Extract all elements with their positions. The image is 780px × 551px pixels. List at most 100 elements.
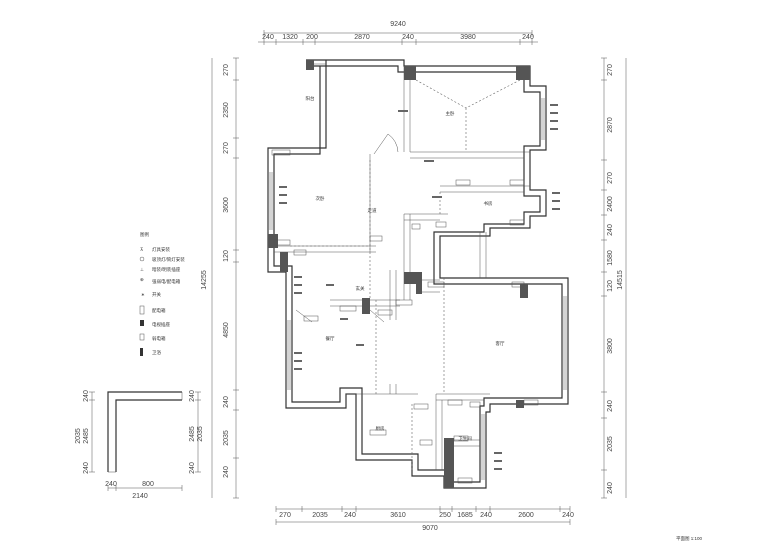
left-seg-4: 120 <box>223 250 230 262</box>
left-seg-2: 270 <box>223 142 230 154</box>
right-seg-3: 2400 <box>607 196 614 212</box>
left-seg-5: 4850 <box>223 322 230 338</box>
detail-left-seg-3: 240 <box>83 462 90 474</box>
legend: 图例 ⊼ 灯具安装 吸顶灯/筒灯安装 ⊥ 暗装/明装插座 ⊕ 强弱电/配电箱 ∗… <box>139 231 185 356</box>
top-seg-4: 240 <box>402 34 414 41</box>
top-seg-3: 2870 <box>354 34 370 41</box>
fixture-tags <box>271 149 539 484</box>
corner-detail-drawing: 240 2035 2485 240 240 2485 2035 240 240 … <box>75 390 204 500</box>
top-total-dim: 9240 <box>390 21 406 28</box>
top-seg-1: 1320 <box>282 34 298 41</box>
right-dimension-chain: 270 2870 270 2400 240 1580 120 3800 240 … <box>601 57 627 499</box>
room-label-bathroom: 卫生间 <box>458 435 472 442</box>
right-seg-1: 2870 <box>607 117 614 133</box>
room-label-foyer: 玄关 <box>356 285 365 292</box>
right-seg-6: 120 <box>607 280 614 292</box>
structural-columns <box>268 60 530 488</box>
legend-item-7: 弱电箱 <box>139 333 166 342</box>
svg-text:弱电箱: 弱电箱 <box>152 335 166 342</box>
bottom-total-dim: 9070 <box>422 525 438 532</box>
svg-text:吸顶灯/筒灯安装: 吸顶灯/筒灯安装 <box>152 256 185 263</box>
distribution-box-icon <box>139 305 145 315</box>
tv-socket-icon <box>140 320 144 326</box>
legend-item-1: 吸顶灯/筒灯安装 <box>139 256 185 263</box>
socket-icon: ⊥ <box>140 267 144 272</box>
bottom-seg-7: 2600 <box>518 512 534 519</box>
left-seg-0: 270 <box>223 64 230 76</box>
top-seg-5: 3980 <box>460 34 476 41</box>
left-dimension-chain: 270 2350 270 3600 120 4850 240 2035 240 … <box>201 57 239 499</box>
detail-right-seg-3: 240 <box>189 462 196 474</box>
right-seg-9: 2035 <box>607 436 614 452</box>
bath-icon <box>140 348 143 356</box>
legend-item-2: ⊥ 暗装/明装插座 <box>140 266 181 273</box>
legend-item-3: ⊕ 强弱电/配电箱 <box>140 277 181 285</box>
legend-item-6: 电视插座 <box>140 320 170 328</box>
svg-text:电视插座: 电视插座 <box>152 321 170 328</box>
left-seg-8: 240 <box>223 466 230 478</box>
legend-item-4: ∗ 开关 <box>141 291 161 298</box>
svg-text:配电箱: 配电箱 <box>152 307 166 314</box>
top-seg-6: 240 <box>522 34 534 41</box>
bottom-seg-8: 240 <box>562 512 574 519</box>
room-label-living-room: 客厅 <box>496 340 505 347</box>
room-label-master-bedroom: 主卧 <box>446 110 455 117</box>
room-label-kitchen: 厨房 <box>376 425 385 432</box>
left-seg-7: 2035 <box>223 430 230 446</box>
svg-text:灯具安装: 灯具安装 <box>152 246 170 253</box>
left-seg-6: 240 <box>223 396 230 408</box>
light-fixture-icon: ⊼ <box>140 247 144 252</box>
right-seg-10: 240 <box>607 482 614 494</box>
right-seg-5: 1580 <box>607 250 614 266</box>
room-label-balcony: 阳台 <box>306 95 315 102</box>
bottom-seg-6: 240 <box>480 512 492 519</box>
top-dimension-chain: 9240 240 1320 200 2870 240 3980 240 <box>258 21 538 45</box>
bottom-seg-1: 2035 <box>312 512 328 519</box>
bottom-seg-5: 1685 <box>457 512 473 519</box>
switch-icon: ∗ <box>141 292 145 297</box>
left-total-dim: 14255 <box>201 270 208 290</box>
detail-right-seg-2: 2035 <box>197 426 204 442</box>
right-seg-2: 270 <box>607 172 614 184</box>
legend-title: 图例 <box>140 231 149 238</box>
bottom-dimension-chain: 270 2035 240 3610 250 1685 240 2600 240 … <box>275 506 574 532</box>
bottom-seg-2: 240 <box>344 512 356 519</box>
bottom-seg-0: 270 <box>279 512 291 519</box>
right-seg-0: 270 <box>607 64 614 76</box>
svg-text:强弱电/配电箱: 强弱电/配电箱 <box>152 278 181 285</box>
left-seg-3: 3600 <box>223 197 230 213</box>
top-seg-0: 240 <box>262 34 274 41</box>
downlight-icon <box>139 256 145 262</box>
bottom-seg-3: 3610 <box>390 512 406 519</box>
panel-icon: ⊕ <box>140 277 144 282</box>
room-labels: 主卧 次卧 客厅 餐厅 厨房 卫生间 书房 阳台 走道 玄关 <box>306 95 505 442</box>
room-label-dining-room: 餐厅 <box>326 335 335 342</box>
right-seg-8: 240 <box>607 400 614 412</box>
detail-bottom-seg-1: 800 <box>142 481 154 488</box>
room-label-study: 书房 <box>484 200 493 207</box>
top-seg-2: 200 <box>306 34 318 41</box>
detail-left-seg-2: 2485 <box>83 428 90 444</box>
detail-left-seg-1: 2035 <box>75 428 82 444</box>
right-total-dim: 14515 <box>617 270 624 290</box>
bottom-seg-4: 250 <box>439 512 451 519</box>
detail-right-seg-0: 240 <box>189 390 196 402</box>
detail-left-seg-0: 240 <box>83 390 90 402</box>
svg-text:开关: 开关 <box>152 291 161 298</box>
right-seg-4: 240 <box>607 224 614 236</box>
left-seg-1: 2350 <box>223 102 230 118</box>
scale-note: 平面图 1:100 <box>676 536 703 542</box>
wall-notes <box>279 104 560 470</box>
weak-box-icon <box>139 333 145 341</box>
svg-text:暗装/明装插座: 暗装/明装插座 <box>152 266 181 273</box>
room-label-second-bedroom: 次卧 <box>316 195 325 202</box>
detail-bottom-seg-0: 240 <box>105 481 117 488</box>
legend-item-0: ⊼ 灯具安装 <box>140 246 170 253</box>
room-label-corridor: 走道 <box>368 207 377 214</box>
right-seg-7: 3800 <box>607 338 614 354</box>
svg-text:卫浴: 卫浴 <box>152 349 161 356</box>
detail-right-seg-1: 2485 <box>189 426 196 442</box>
detail-bottom-total: 2140 <box>132 493 148 500</box>
legend-item-5: 配电箱 <box>139 305 166 315</box>
